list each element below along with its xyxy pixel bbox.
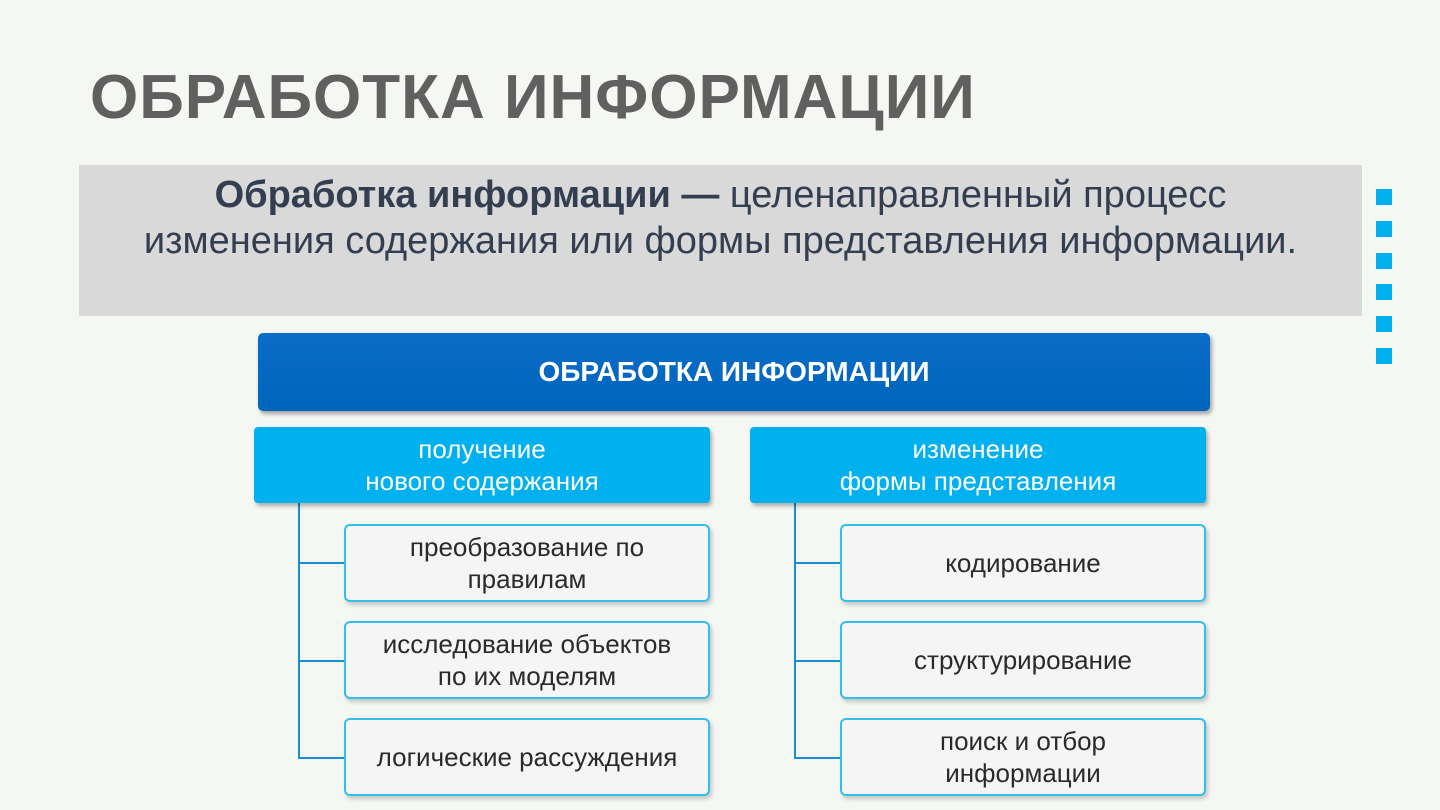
decor-square (1376, 284, 1392, 300)
left-branch-connector (298, 660, 346, 662)
left-branch-connector (298, 757, 346, 759)
right-branch-connector (794, 660, 842, 662)
item-search-selection: поиск и отбор информации (840, 718, 1206, 796)
item-rule-transformation: преобразование по правилам (344, 524, 710, 602)
decor-square (1376, 253, 1392, 269)
item-model-research: исследование объектов по их моделям (344, 621, 710, 699)
decor-square (1376, 348, 1392, 364)
category-form-change: изменение формы представления (750, 427, 1206, 503)
slide-title: ОБРАБОТКА ИНФОРМАЦИИ (90, 63, 976, 132)
definition-term: Обработка информации — (214, 174, 720, 216)
decor-square (1376, 189, 1392, 205)
definition-text: целенаправленный процесс изменения содер… (143, 174, 1298, 262)
item-logical-reasoning: логические рассуждения (344, 718, 710, 796)
decor-square (1376, 221, 1392, 237)
category-new-content: получение нового содержания (254, 427, 710, 503)
definition-band: Обработка информации — целенаправленный … (79, 165, 1362, 316)
left-branch-connector (298, 562, 346, 564)
left-branch-trunk (298, 503, 300, 759)
item-coding: кодирование (840, 524, 1206, 602)
right-branch-trunk (794, 503, 796, 759)
right-branch-connector (794, 562, 842, 564)
right-branch-connector (794, 757, 842, 759)
item-structuring: структурирование (840, 621, 1206, 699)
root-box: ОБРАБОТКА ИНФОРМАЦИИ (258, 333, 1210, 411)
decor-square (1376, 316, 1392, 332)
